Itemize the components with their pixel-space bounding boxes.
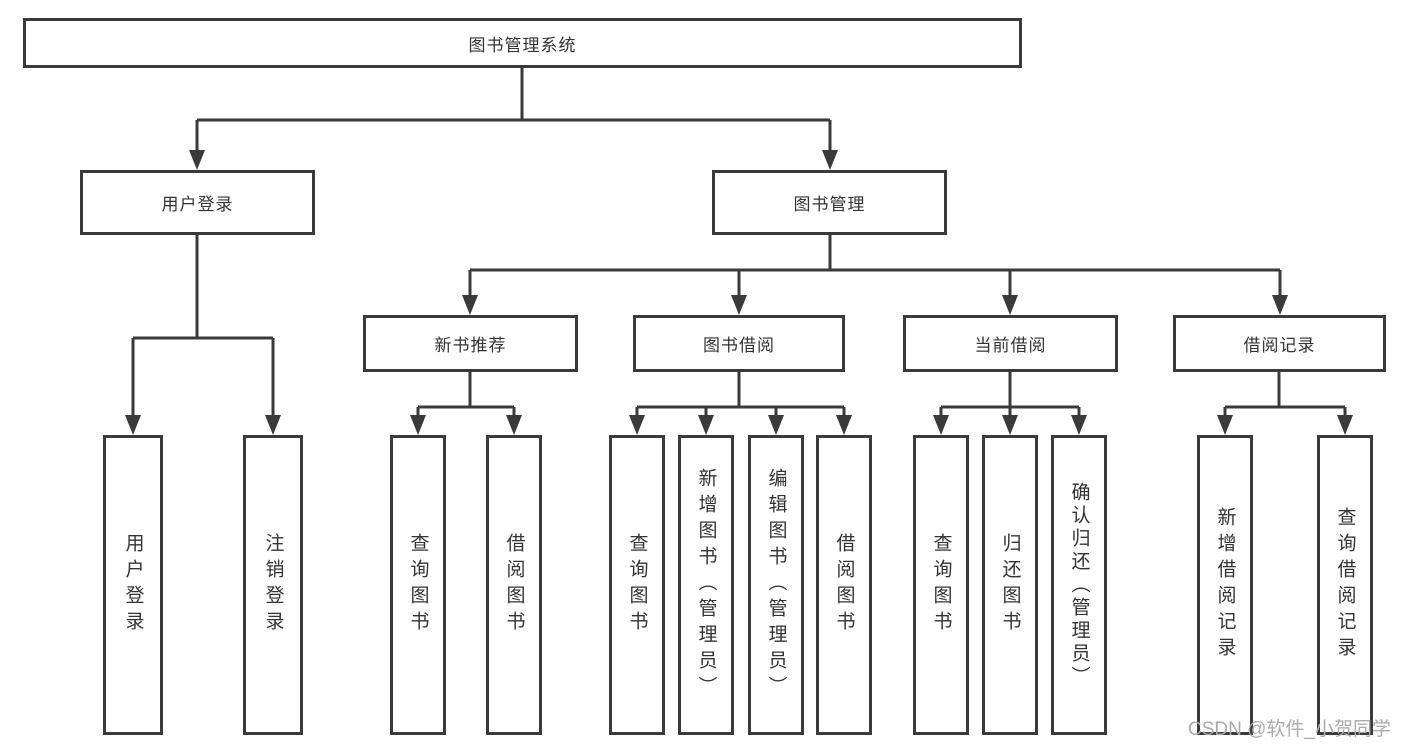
node-leaf-add-borrow-record-label: 新增借阅记录 [1214, 507, 1236, 663]
node-leaf-query-books-recommend: 查询图书 [390, 435, 446, 735]
node-leaf-query-borrow-record-label: 查询借阅记录 [1334, 507, 1356, 663]
node-current-borrowing-label: 当前借阅 [974, 336, 1047, 355]
node-leaf-return-books: 归还图书 [982, 435, 1038, 735]
node-leaf-logout-label: 注销登录 [262, 533, 284, 637]
node-new-book-recommend: 新书推荐 [363, 315, 578, 372]
node-leaf-borrow-books-borrowing: 借阅图书 [816, 435, 872, 735]
node-new-book-recommend-label: 新书推荐 [434, 336, 507, 355]
node-leaf-user-login-label: 用户登录 [122, 533, 144, 637]
node-leaf-query-books-borrowing-label: 查询图书 [626, 533, 648, 637]
node-leaf-query-books-recommend-label: 查询图书 [407, 533, 429, 637]
node-borrow-records: 借阅记录 [1173, 315, 1386, 372]
node-leaf-query-borrow-record: 查询借阅记录 [1317, 435, 1373, 735]
node-user-login: 用户登录 [80, 170, 315, 235]
node-leaf-borrow-books-recommend: 借阅图书 [486, 435, 542, 735]
node-leaf-query-books-borrowing: 查询图书 [609, 435, 665, 735]
node-user-login-label: 用户登录 [161, 195, 234, 214]
node-leaf-user-login: 用户登录 [103, 435, 163, 735]
node-leaf-logout: 注销登录 [243, 435, 303, 735]
node-borrow-records-label: 借阅记录 [1243, 336, 1316, 355]
node-leaf-edit-book-admin-label: 编辑图书（管理员） [765, 468, 787, 702]
node-root: 图书管理系统 [23, 18, 1022, 68]
node-book-management: 图书管理 [712, 170, 947, 235]
node-book-borrowing: 图书借阅 [633, 315, 845, 372]
node-leaf-edit-book-admin: 编辑图书（管理员） [748, 435, 804, 735]
node-leaf-query-books-current-label: 查询图书 [930, 533, 952, 637]
node-leaf-add-book-admin: 新增图书（管理员） [678, 435, 734, 735]
node-book-management-label: 图书管理 [793, 195, 866, 214]
node-root-label: 图书管理系统 [468, 35, 577, 55]
node-book-borrowing-label: 图书借阅 [703, 336, 775, 355]
node-leaf-borrow-books-borrowing-label: 借阅图书 [833, 533, 855, 637]
csdn-watermark: CSDN @软件_小贺同学 [1188, 719, 1391, 740]
node-leaf-confirm-return-admin: 确认归还（管理员） [1051, 435, 1107, 735]
node-leaf-return-books-label: 归还图书 [999, 533, 1021, 637]
node-leaf-add-book-admin-label: 新增图书（管理员） [695, 468, 717, 702]
node-current-borrowing: 当前借阅 [903, 315, 1118, 372]
node-leaf-add-borrow-record: 新增借阅记录 [1197, 435, 1253, 735]
node-leaf-query-books-current: 查询图书 [913, 435, 969, 735]
node-leaf-borrow-books-recommend-label: 借阅图书 [503, 533, 525, 637]
node-leaf-confirm-return-admin-label: 确认归还（管理员） [1068, 481, 1090, 689]
